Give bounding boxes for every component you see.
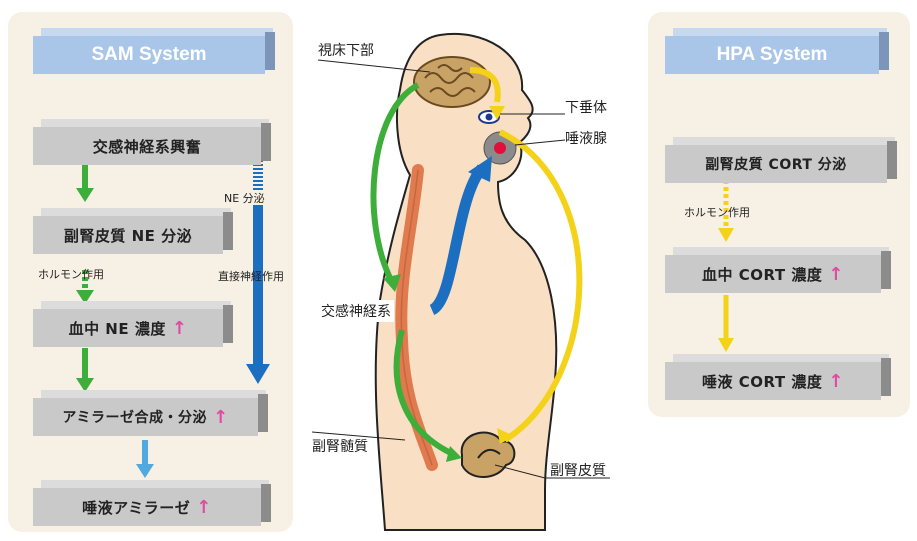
increase-arrow-icon: ↑ bbox=[213, 407, 229, 428]
label-hypothalamus: 視床下部 bbox=[318, 40, 374, 60]
sam-title-box: SAM System bbox=[33, 36, 265, 74]
hpa-title-box: HPA System bbox=[665, 36, 879, 74]
increase-arrow-icon: ↑ bbox=[828, 371, 844, 392]
label-salivary-gland: 唾液腺 bbox=[565, 128, 607, 148]
sam-box-sympathetic: 交感神経系興奮 bbox=[33, 127, 261, 165]
increase-arrow-icon: ↑ bbox=[172, 318, 188, 339]
hpa-hormone-label: ホルモン作用 bbox=[684, 204, 750, 220]
hpa-box-blood-cort-label: 血中 CORT 濃度 bbox=[702, 264, 822, 285]
hpa-box-saliva-cort: 唾液 CORT 濃度 ↑ bbox=[665, 362, 881, 400]
sam-box-amylase-synthesis: アミラーゼ合成・分泌 ↑ bbox=[33, 398, 258, 436]
sam-title: SAM System bbox=[33, 36, 265, 74]
sam-ne-secretion-label: NE 分泌 bbox=[224, 190, 265, 206]
increase-arrow-icon: ↑ bbox=[828, 264, 844, 285]
sam-box-blood-ne-label: 血中 NE 濃度 bbox=[69, 318, 166, 339]
sam-hormone-label: ホルモン作用 bbox=[38, 266, 104, 282]
sam-box-ne-secretion: 副腎皮質 NE 分泌 bbox=[33, 216, 223, 254]
hpa-box-saliva-cort-label: 唾液 CORT 濃度 bbox=[702, 371, 822, 392]
sam-box-blood-ne: 血中 NE 濃度 ↑ bbox=[33, 309, 223, 347]
sam-direct-nerve-label: 直接神経作用 bbox=[218, 268, 284, 284]
sam-box-amylase-synthesis-label: アミラーゼ合成・分泌 bbox=[62, 407, 207, 427]
label-sympathetic: 交感神経系 bbox=[318, 300, 394, 322]
hpa-box-blood-cort: 血中 CORT 濃度 ↑ bbox=[665, 255, 881, 293]
label-pituitary: 下垂体 bbox=[565, 97, 607, 117]
label-adrenal-medulla: 副腎髄質 bbox=[312, 436, 368, 456]
hpa-title: HPA System bbox=[665, 36, 879, 74]
hpa-box-cort-secretion: 副腎皮質 CORT 分泌 bbox=[665, 145, 887, 183]
label-adrenal-cortex: 副腎皮質 bbox=[550, 460, 606, 480]
sam-box-ne-secretion-label: 副腎皮質 NE 分泌 bbox=[33, 216, 223, 254]
sam-box-salivary-amylase: 唾液アミラーゼ ↑ bbox=[33, 488, 261, 526]
sam-box-salivary-amylase-label: 唾液アミラーゼ bbox=[82, 497, 190, 518]
hpa-box-cort-secretion-label: 副腎皮質 CORT 分泌 bbox=[665, 145, 887, 183]
sam-box-sympathetic-label: 交感神経系興奮 bbox=[33, 127, 261, 165]
increase-arrow-icon: ↑ bbox=[196, 497, 212, 518]
